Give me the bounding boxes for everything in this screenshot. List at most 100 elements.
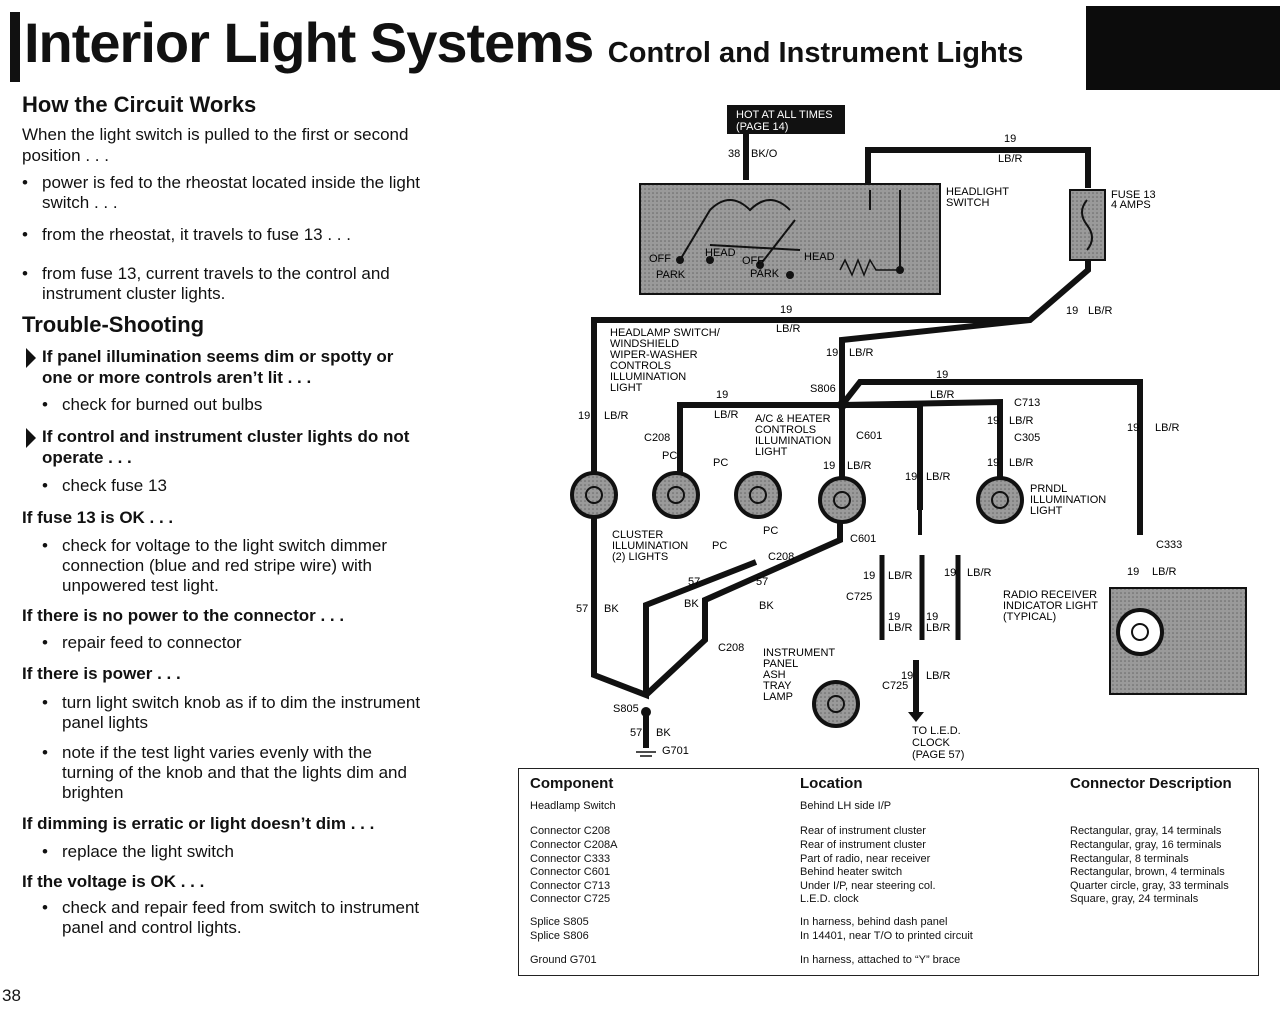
wire-label: LB/R — [776, 323, 801, 335]
wire-label: 19 — [823, 460, 835, 472]
left-column: How the Circuit Works When the light swi… — [22, 92, 422, 938]
component-table: Component Location Connector Description… — [518, 768, 1259, 976]
bulb-cluster-2-icon — [652, 471, 700, 519]
wire-label: LB/R — [998, 153, 1023, 165]
cell-location: Behind heater switch — [800, 866, 903, 878]
wire-label: LB/R — [847, 460, 872, 472]
cell-component: Splice S806 — [530, 930, 589, 942]
cell-connector: Square, gray, 24 terminals — [1070, 893, 1199, 905]
wire-label: 57 — [630, 727, 642, 739]
how-bullet: from fuse 13, current travels to the con… — [22, 264, 422, 304]
bulb-prndl-icon — [976, 476, 1024, 524]
bulb-cluster-1-icon — [570, 471, 618, 519]
trouble-heading: Trouble-Shooting — [22, 312, 205, 337]
cell-connector: Rectangular, 8 terminals — [1070, 853, 1189, 865]
cluster-label: (2) LIGHTS — [612, 551, 668, 563]
switch-node — [786, 271, 794, 279]
splice-label: S806 — [810, 383, 836, 395]
ground-label: G701 — [662, 745, 689, 757]
power-check-2: note if the test light varies evenly wit… — [42, 743, 422, 803]
cell-connector: Rectangular, gray, 14 terminals — [1070, 825, 1222, 837]
connector-label: C333 — [1156, 539, 1182, 551]
bulb-filament — [667, 486, 685, 504]
switch-node — [706, 256, 714, 264]
connector-label: C601 — [856, 430, 882, 442]
connector-label: C208 — [644, 432, 670, 444]
cell-component: Connector C601 — [530, 866, 611, 878]
cell-connector: Quarter circle, gray, 33 terminals — [1070, 880, 1229, 892]
voltage-ok-check: check and repair feed from switch to ins… — [42, 898, 422, 938]
cell-location: Rear of instrument cluster — [800, 839, 926, 851]
erratic-heading: If dimming is erratic or light doesn’t d… — [22, 814, 375, 833]
hw-label: LIGHT — [610, 382, 643, 394]
cell-location: In harness, attached to “Y” brace — [800, 954, 961, 966]
hw-label: HEADLAMP SWITCH/ — [610, 327, 721, 339]
cell-component: Connector C725 — [530, 893, 611, 905]
cell-component: Connector C208 — [530, 825, 611, 837]
bulb-filament — [1131, 623, 1149, 641]
wire-label: BK — [656, 727, 671, 739]
splice-label: S805 — [613, 703, 639, 715]
wire-label: BK — [759, 600, 774, 612]
cell-location: Part of radio, near receiver — [800, 853, 931, 865]
connector-label: C713 — [1014, 397, 1040, 409]
ac-label: CONTROLS — [755, 424, 816, 436]
bulb-cluster-3-icon — [734, 471, 782, 519]
wire-label: LB/R — [1155, 422, 1180, 434]
how-heading: How the Circuit Works — [22, 92, 257, 117]
cell-location: Behind LH side I/P — [800, 800, 892, 812]
power-heading: If there is power . . . — [22, 664, 181, 683]
radio-label: INDICATOR LIGHT — [1003, 600, 1098, 612]
switch-node — [676, 256, 684, 264]
title-main: Interior Light Systems — [24, 11, 594, 74]
wire-label: 19 — [716, 389, 728, 401]
wire-label: LB/R — [714, 409, 739, 421]
ip-label: PANEL — [763, 658, 798, 670]
header-bar — [10, 12, 20, 82]
bulb-filament — [991, 491, 1009, 509]
cell-component: Headlamp Switch — [530, 800, 616, 812]
connector-label: C725 — [882, 680, 908, 692]
bulb-filament — [827, 695, 845, 713]
cell-component: Splice S805 — [530, 916, 589, 928]
how-bullet: from the rheostat, it travels to fuse 13… — [22, 225, 422, 245]
power-check-1: turn light switch knob as if to dim the … — [42, 693, 422, 733]
page-title: Interior Light Systems Control and Instr… — [24, 10, 1023, 75]
prndl-label: ILLUMINATION — [1030, 494, 1106, 506]
fuse-label: FUSE 13 — [1111, 189, 1156, 201]
wire-label: 19 — [863, 570, 875, 582]
connector-label: C601 — [850, 533, 876, 545]
bulb-filament — [833, 491, 851, 509]
hw-label: WIPER-WASHER — [610, 349, 698, 361]
wire-label: LB/R — [1009, 415, 1034, 427]
wire-label: 57 — [576, 603, 588, 615]
wire-label: LB/R — [926, 670, 951, 682]
wire-label: PC — [662, 450, 677, 462]
page-number: 38 — [2, 986, 21, 1005]
cell-component: Connector C333 — [530, 853, 611, 865]
fuse-icon — [1081, 199, 1093, 251]
wire-label: LB/R — [604, 410, 629, 422]
hw-label: ILLUMINATION — [610, 371, 686, 383]
wire-label: 19 — [888, 611, 900, 623]
cell-component: Ground G701 — [530, 954, 597, 966]
ip-label: LAMP — [763, 691, 793, 703]
cell-location: Under I/P, near steering col. — [800, 880, 936, 892]
wire-19-radio — [839, 379, 1143, 535]
ac-label: ILLUMINATION — [755, 435, 831, 447]
how-bullet: power is fed to the rheostat located ins… — [22, 173, 422, 213]
radio-label: RADIO RECEIVER — [1003, 589, 1097, 601]
prndl-label: LIGHT — [1030, 505, 1063, 517]
voltage-ok-heading: If the voltage is OK . . . — [22, 872, 205, 891]
col-location: Location — [800, 775, 863, 792]
wire-label: 19 — [905, 471, 917, 483]
wire-label: BK — [604, 603, 619, 615]
wire-label: 57 — [688, 576, 700, 588]
wire-label: LB/R — [1152, 566, 1177, 578]
cluster-label: ILLUMINATION — [612, 540, 688, 552]
